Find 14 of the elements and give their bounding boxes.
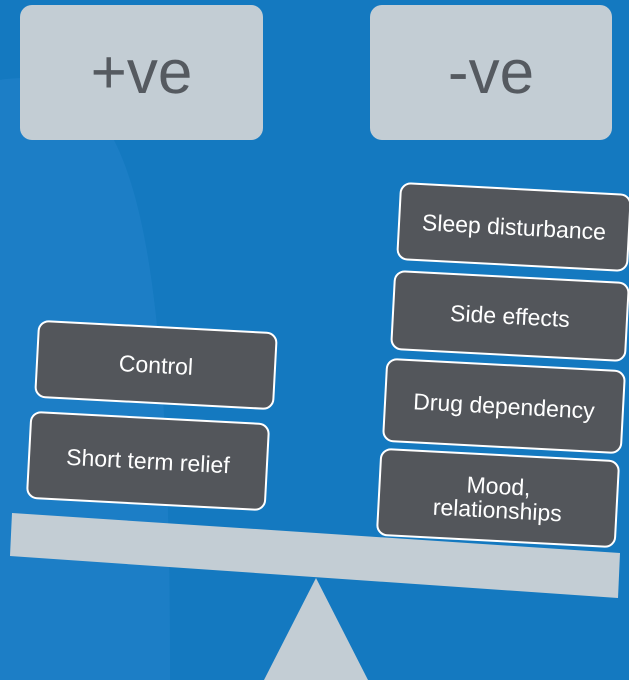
- weight-box: [390, 270, 629, 362]
- box-label: Drug dependency: [412, 389, 596, 423]
- box-label: -ve: [448, 37, 534, 108]
- box-label: Mood, relationships: [431, 470, 564, 526]
- weight-box: [382, 358, 626, 454]
- heading-box: [370, 5, 612, 140]
- box-label: Control: [118, 351, 194, 379]
- weight-box: [376, 448, 620, 548]
- heading-box: [20, 5, 263, 140]
- box-label: Sleep disturbance: [421, 210, 607, 244]
- weight-box: [396, 182, 629, 272]
- box-label: +ve: [90, 37, 192, 108]
- box-label: Short term relief: [66, 444, 230, 478]
- box-label: Side effects: [450, 300, 570, 332]
